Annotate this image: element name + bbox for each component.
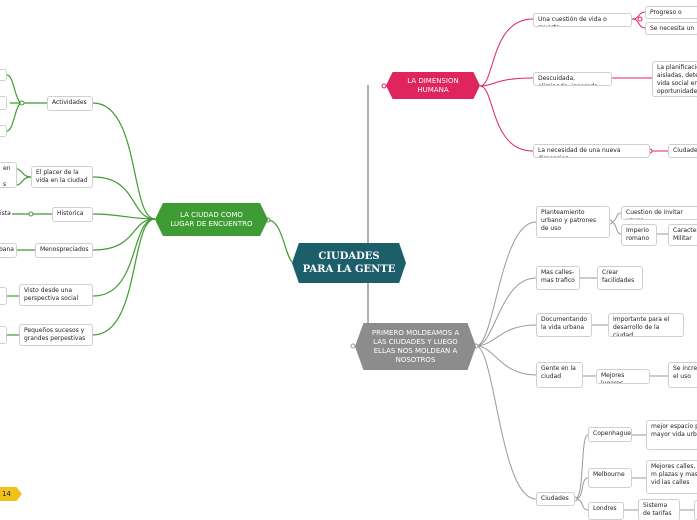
node-se-incre[interactable]: Se incre el uso <box>668 362 697 388</box>
node-imperio-romano-label: Imperio romano <box>626 227 650 242</box>
node-cuestion-vida[interactable]: Una cuestión de vida o muerte <box>533 13 632 27</box>
node-actividades-child-2[interactable] <box>0 96 7 110</box>
node-planteamiento[interactable]: Planteamiento urbano y patrones de uso <box>536 206 610 238</box>
node-ciudades-pink-label: Ciudades <box>673 147 697 154</box>
branch-dimension-humana-label: LA DIMENSION HUMANA <box>407 76 459 94</box>
node-caracter-militar[interactable]: Caracter Militar <box>668 224 697 246</box>
node-historica-child-label: ista <box>0 210 11 217</box>
node-visto[interactable]: Visto desde una perspectiva social <box>19 284 93 306</box>
node-placer-child[interactable]: en s <box>0 162 17 188</box>
node-actividades[interactable]: Actividades <box>47 96 93 111</box>
node-mejores-lugares-label: Mejores lugares <box>601 372 625 384</box>
node-progreso-label: Progreso o pesas <box>650 9 682 18</box>
node-gente-ciudad[interactable]: Gente en la ciudad <box>536 362 583 388</box>
node-documentando-label: Documentando la vida urbana <box>541 316 588 331</box>
node-menospreciados[interactable]: Menospreciados <box>35 243 93 258</box>
node-sistema-tarifas[interactable]: Sistema de tarifas <box>638 499 680 520</box>
node-visto-label: Visto desde una perspectiva social <box>24 287 79 302</box>
node-actividades-child-1[interactable] <box>0 69 7 81</box>
central-topic-label: CIUDADES PARA LA GENTE <box>302 251 396 275</box>
node-espacio-label: mejor espacio p mayor vida urba <box>651 423 697 438</box>
node-documentando[interactable]: Documentando la vida urbana <box>536 313 592 337</box>
node-descuidada[interactable]: Descuidada, eliminada, ignorada <box>533 72 612 86</box>
node-planificacion[interactable]: La planificació aisladas, dete vida soci… <box>652 61 697 97</box>
node-placer-child-label-b: s <box>3 181 7 188</box>
node-copenhague-label: Copenhague <box>593 430 631 437</box>
node-copenhague[interactable]: Copenhague <box>588 427 632 442</box>
node-actividades-label: Actividades <box>52 99 87 106</box>
node-londres[interactable]: Londres <box>588 502 624 520</box>
node-descuidada-label: Descuidada, eliminada, ignorada <box>538 75 598 85</box>
node-se-incre-label: Se incre el uso <box>673 365 697 380</box>
node-ciudades-gray[interactable]: Ciudades <box>536 492 575 506</box>
node-mas-calles-label: Mas calles- mas trafico <box>541 269 575 284</box>
node-se-necesita-label: Se necesita un es <box>650 25 695 34</box>
node-cuestion-vida-label: Una cuestión de vida o muerte <box>538 16 607 26</box>
node-planificacion-label: La planificació aisladas, dete vida soci… <box>657 64 697 95</box>
node-progreso[interactable]: Progreso o pesas <box>645 6 697 19</box>
node-se-necesita[interactable]: Se necesita un es <box>645 22 697 35</box>
branch-ciudad-encuentro[interactable]: LA CIUDAD COMO LUGAR DE ENCUENTRO <box>155 203 268 236</box>
node-mejores-calles-label: Mejores calles, m plazas y mas vid las c… <box>651 463 697 486</box>
page-number-badge: 14 <box>0 487 22 501</box>
node-melbourne[interactable]: Melbourne <box>588 468 632 488</box>
node-imperio-romano[interactable]: Imperio romano <box>621 224 657 246</box>
central-topic[interactable]: CIUDADES PARA LA GENTE <box>292 243 406 283</box>
branch-moldeamos[interactable]: PRIMERO MOLDEAMOS A LAS CIUDADES Y LUEGO… <box>355 323 476 370</box>
node-cuestion-invitar[interactable]: Cuestion de invitar usuar <box>621 206 697 220</box>
node-crear-facilidades[interactable]: Crear facilidades <box>597 266 643 290</box>
node-historica-label: Historica <box>57 210 84 217</box>
node-crear-facilidades-label: Crear facilidades <box>602 269 635 284</box>
node-espacio[interactable]: mejor espacio p mayor vida urba <box>646 420 697 450</box>
node-visto-child[interactable] <box>0 287 7 305</box>
node-menospreciados-label: Menospreciados <box>40 246 89 253</box>
node-menospreciados-child[interactable]: bana <box>0 243 17 258</box>
node-nueva-dimension-label: La necesidad de una nueva dimension <box>538 147 621 157</box>
node-londres-label: Londres <box>593 505 617 512</box>
node-placer[interactable]: El placer de la vida en la ciudad <box>31 166 93 188</box>
node-sistema-tarifas-label: Sistema de tarifas <box>643 502 672 517</box>
node-historica[interactable]: Historica <box>52 207 93 222</box>
node-ciudades-pink[interactable]: Ciudades <box>668 144 697 158</box>
branch-dimension-humana[interactable]: LA DIMENSION HUMANA <box>386 72 480 99</box>
node-actividades-child-3[interactable] <box>0 125 7 137</box>
node-pequenos-child[interactable] <box>0 326 7 344</box>
node-planteamiento-label: Planteamiento urbano y patrones de uso <box>541 209 597 232</box>
node-placer-child-label-a: en <box>3 165 11 172</box>
node-gente-ciudad-label: Gente en la ciudad <box>541 365 576 380</box>
node-melbourne-label: Melbourne <box>593 471 625 478</box>
branch-moldeamos-label: PRIMERO MOLDEAMOS A LAS CIUDADES Y LUEGO… <box>371 328 460 364</box>
node-mejores-calles[interactable]: Mejores calles, m plazas y mas vid las c… <box>646 460 697 494</box>
node-cuestion-invitar-label: Cuestion de invitar usuar <box>626 209 683 219</box>
node-nueva-dimension[interactable]: La necesidad de una nueva dimension <box>533 144 650 158</box>
node-importante-label: Importante para el desarrollo de la ciud… <box>613 316 670 337</box>
node-importante[interactable]: Importante para el desarrollo de la ciud… <box>608 313 684 337</box>
node-mejores-lugares[interactable]: Mejores lugares <box>596 369 650 384</box>
node-pequenos[interactable]: Pequeños sucesos y grandes perpestivas <box>19 324 93 346</box>
node-menospreciados-child-label: bana <box>0 246 14 253</box>
node-caracter-militar-label: Caracter Militar <box>673 227 697 242</box>
node-mas-calles[interactable]: Mas calles- mas trafico <box>536 266 580 290</box>
node-placer-label: El placer de la vida en la ciudad <box>36 169 88 184</box>
branch-ciudad-encuentro-label: LA CIUDAD COMO LUGAR DE ENCUENTRO <box>170 210 253 228</box>
node-ciudades-gray-label: Ciudades <box>541 495 569 502</box>
node-pequenos-label: Pequeños sucesos y grandes perpestivas <box>24 327 86 342</box>
